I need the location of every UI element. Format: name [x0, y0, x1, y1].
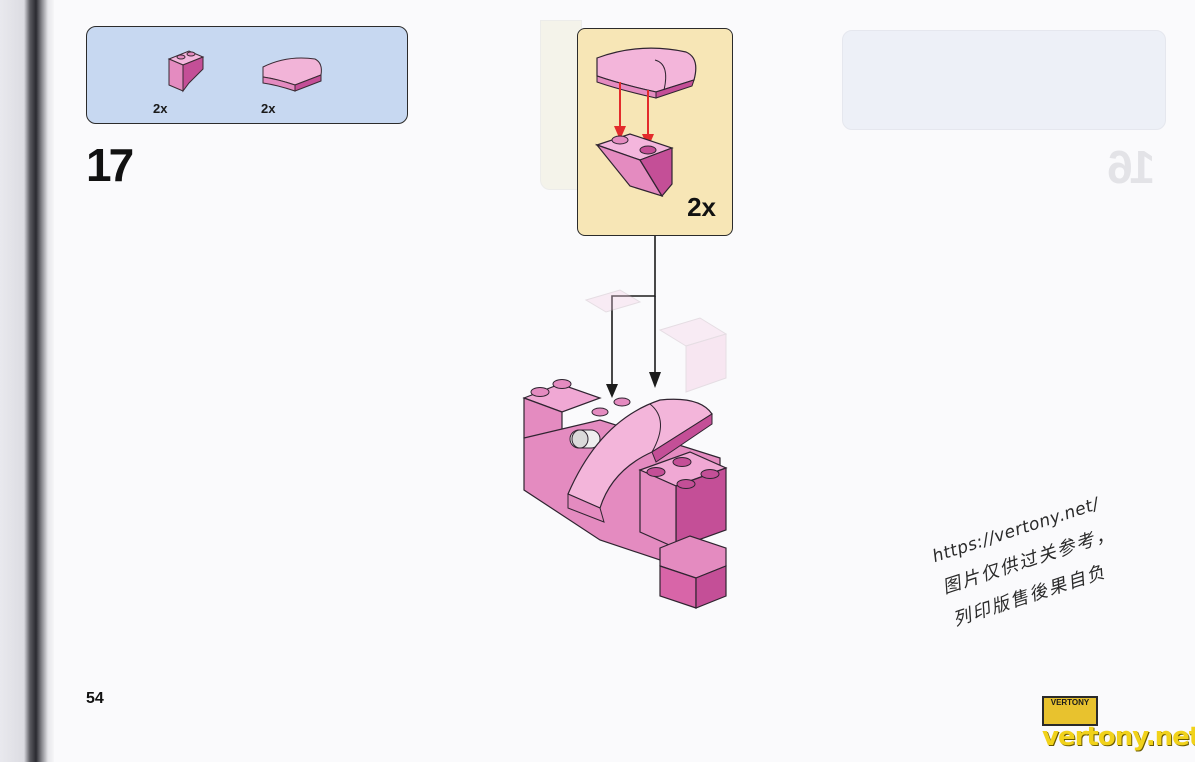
vertony-logo: VERTONY — [1042, 696, 1098, 726]
callout-curved-slope — [596, 47, 697, 99]
pink-curved-slope-icon — [262, 57, 322, 92]
part-item: 2x — [149, 45, 221, 116]
main-model — [522, 379, 728, 609]
show-through-parts-box — [842, 30, 1166, 130]
page-number: 54 — [86, 690, 104, 707]
parts-list-box: 2x 2x — [86, 26, 408, 124]
logo-text: VERTONY — [1050, 698, 1090, 707]
show-through-submodel-box — [540, 20, 582, 190]
callout-inverted-slope-brick — [595, 133, 674, 198]
part-item: 2x — [257, 45, 329, 116]
ghost-bricks — [584, 289, 728, 393]
pink-inverted-slope-brick-icon — [167, 50, 205, 93]
part-quantity: 2x — [261, 101, 276, 116]
connector-arrows — [606, 236, 661, 398]
step-number: 17 — [86, 139, 134, 191]
part-quantity: 2x — [153, 101, 168, 116]
logo-site-text: vertony.net — [1042, 722, 1195, 752]
book-spine — [0, 0, 54, 762]
submodel-quantity: 2x — [687, 192, 716, 222]
